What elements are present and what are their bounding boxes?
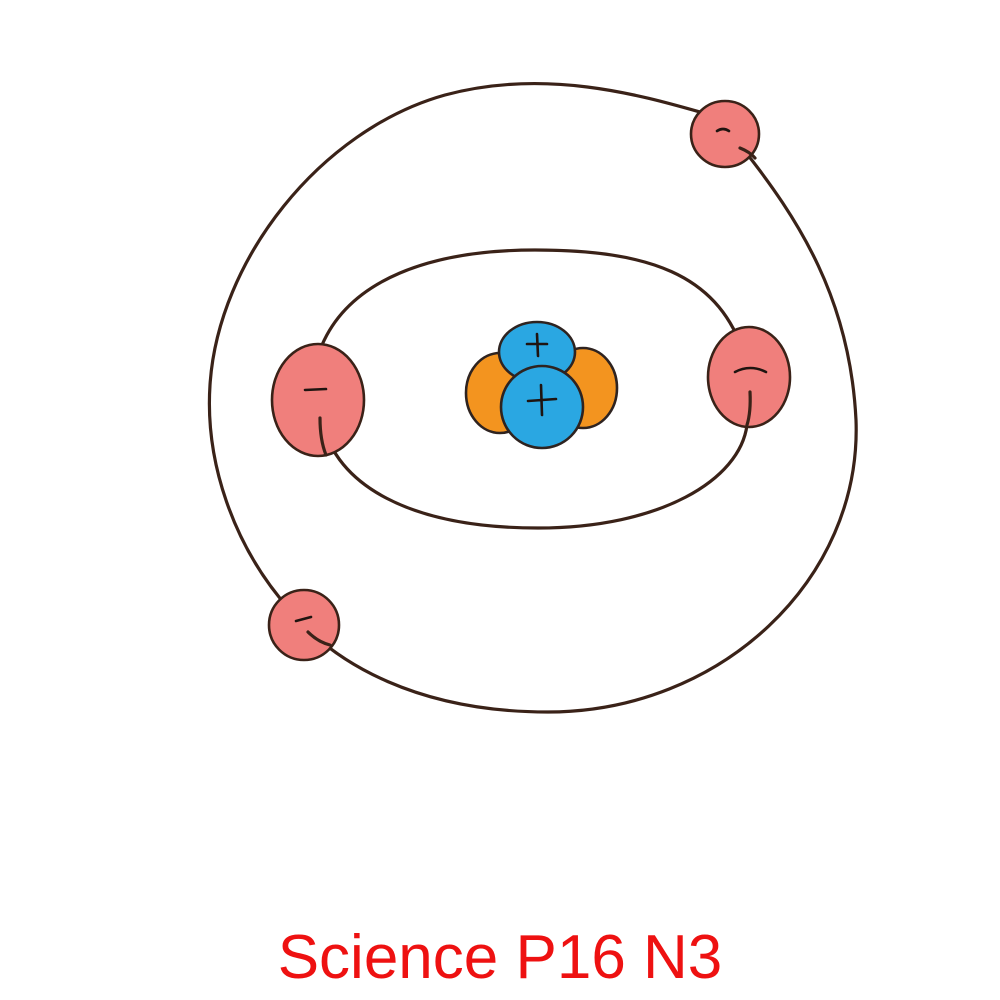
minus-sign bbox=[733, 366, 768, 374]
minus-sign bbox=[715, 127, 731, 133]
electron-body bbox=[270, 342, 366, 458]
plus-sign bbox=[526, 383, 558, 417]
electron-bottom-left bbox=[267, 588, 341, 662]
inner-orbit bbox=[320, 248, 749, 530]
plus-sign bbox=[525, 332, 549, 358]
orbit-tail bbox=[738, 146, 757, 160]
orbit-tail bbox=[745, 390, 752, 427]
orbit-tail bbox=[318, 416, 328, 457]
nucleus bbox=[464, 320, 619, 450]
orbit-tail bbox=[306, 630, 332, 647]
page-caption: Science P16 N3 bbox=[277, 923, 723, 992]
electron-body bbox=[267, 588, 341, 662]
electron-body bbox=[706, 325, 792, 429]
electron-left-inner bbox=[270, 342, 366, 458]
electron-top-right bbox=[689, 99, 761, 169]
electron-body bbox=[689, 99, 761, 169]
minus-sign bbox=[294, 615, 313, 623]
minus-sign bbox=[303, 387, 328, 392]
electron-right-inner bbox=[706, 325, 792, 429]
